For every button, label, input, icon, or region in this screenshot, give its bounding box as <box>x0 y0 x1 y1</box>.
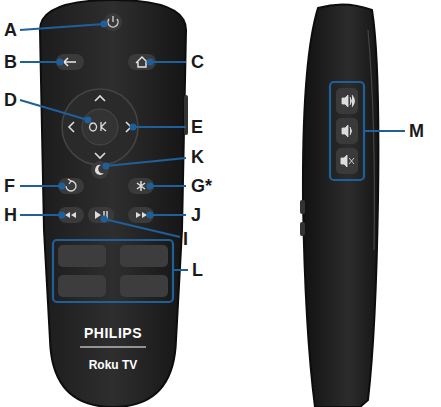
callout-letter: K <box>191 148 204 166</box>
brand-logo: Roku TV <box>89 359 138 371</box>
callout-letter: L <box>192 261 203 279</box>
callout-letter: H <box>4 206 17 224</box>
callout-letter: C <box>191 53 204 71</box>
callout-letter: I <box>183 230 188 248</box>
callout-letter: J <box>191 206 201 224</box>
callout-letter: M <box>409 122 424 140</box>
callout-letter: F <box>4 177 15 195</box>
brand-logo: PHILIPS <box>84 326 142 340</box>
callout-letter: D <box>4 91 17 109</box>
callout-letter: G* <box>191 177 212 195</box>
callout-letter: E <box>191 118 203 136</box>
callout-letter: A <box>4 21 17 39</box>
callout-letter: B <box>4 53 17 71</box>
